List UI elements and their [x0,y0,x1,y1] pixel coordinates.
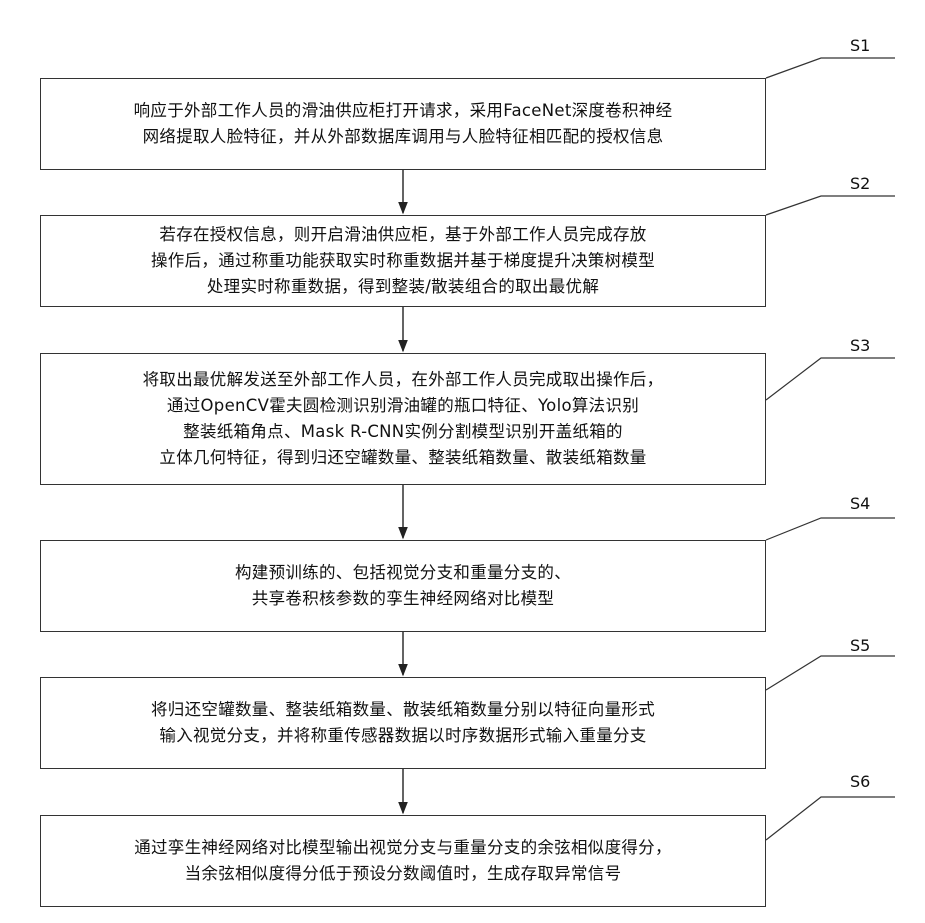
step-text-line: 共享卷积核参数的孪生神经网络对比模型 [252,586,554,612]
step-label-s1: S1 [850,36,870,55]
step-text-line: 通过孪生神经网络对比模型输出视觉分支与重量分支的余弦相似度得分， [134,835,672,861]
step-text-line: 将归还空罐数量、整装纸箱数量、散装纸箱数量分别以特征向量形式 [151,697,655,723]
step-text-line: 处理实时称重数据，得到整装/散装组合的取出最优解 [207,274,599,300]
step-box-s5: 将归还空罐数量、整装纸箱数量、散装纸箱数量分别以特征向量形式输入视觉分支，并将称… [40,677,766,769]
step-text-line: 构建预训练的、包括视觉分支和重量分支的、 [235,560,571,586]
leader-line [766,518,895,540]
step-box-s3: 将取出最优解发送至外部工作人员，在外部工作人员完成取出操作后，通过OpenCV霍… [40,353,766,485]
step-text-line: 整装纸箱角点、Mask R-CNN实例分割模型识别开盖纸箱的 [183,419,623,445]
leader-line [766,656,895,690]
step-label-s5: S5 [850,636,870,655]
step-label-s4: S4 [850,494,870,513]
leader-line [766,58,895,78]
step-text-line: 响应于外部工作人员的滑油供应柜打开请求，采用FaceNet深度卷积神经 [134,98,673,124]
leader-line [766,797,895,840]
step-text-line: 网络提取人脸特征，并从外部数据库调用与人脸特征相匹配的授权信息 [143,124,664,150]
step-box-s2: 若存在授权信息，则开启滑油供应柜，基于外部工作人员完成存放操作后，通过称重功能获… [40,215,766,307]
leader-line [766,358,895,400]
step-text-line: 输入视觉分支，并将称重传感器数据以时序数据形式输入重量分支 [159,723,646,749]
step-text-line: 当余弦相似度得分低于预设分数阈值时，生成存取异常信号 [185,861,622,887]
step-text-line: 通过OpenCV霍夫圆检测识别滑油罐的瓶口特征、Yolo算法识别 [167,393,639,419]
step-label-s3: S3 [850,336,870,355]
step-label-s2: S2 [850,174,870,193]
step-text-line: 立体几何特征，得到归还空罐数量、整装纸箱数量、散装纸箱数量 [159,445,646,471]
step-text-line: 将取出最优解发送至外部工作人员，在外部工作人员完成取出操作后， [143,367,664,393]
step-text-line: 操作后，通过称重功能获取实时称重数据并基于梯度提升决策树模型 [151,248,655,274]
step-box-s4: 构建预训练的、包括视觉分支和重量分支的、共享卷积核参数的孪生神经网络对比模型 [40,540,766,632]
step-box-s6: 通过孪生神经网络对比模型输出视觉分支与重量分支的余弦相似度得分，当余弦相似度得分… [40,815,766,907]
step-text-line: 若存在授权信息，则开启滑油供应柜，基于外部工作人员完成存放 [159,222,646,248]
step-label-s6: S6 [850,772,870,791]
step-box-s1: 响应于外部工作人员的滑油供应柜打开请求，采用FaceNet深度卷积神经网络提取人… [40,78,766,170]
leader-line [766,196,895,215]
